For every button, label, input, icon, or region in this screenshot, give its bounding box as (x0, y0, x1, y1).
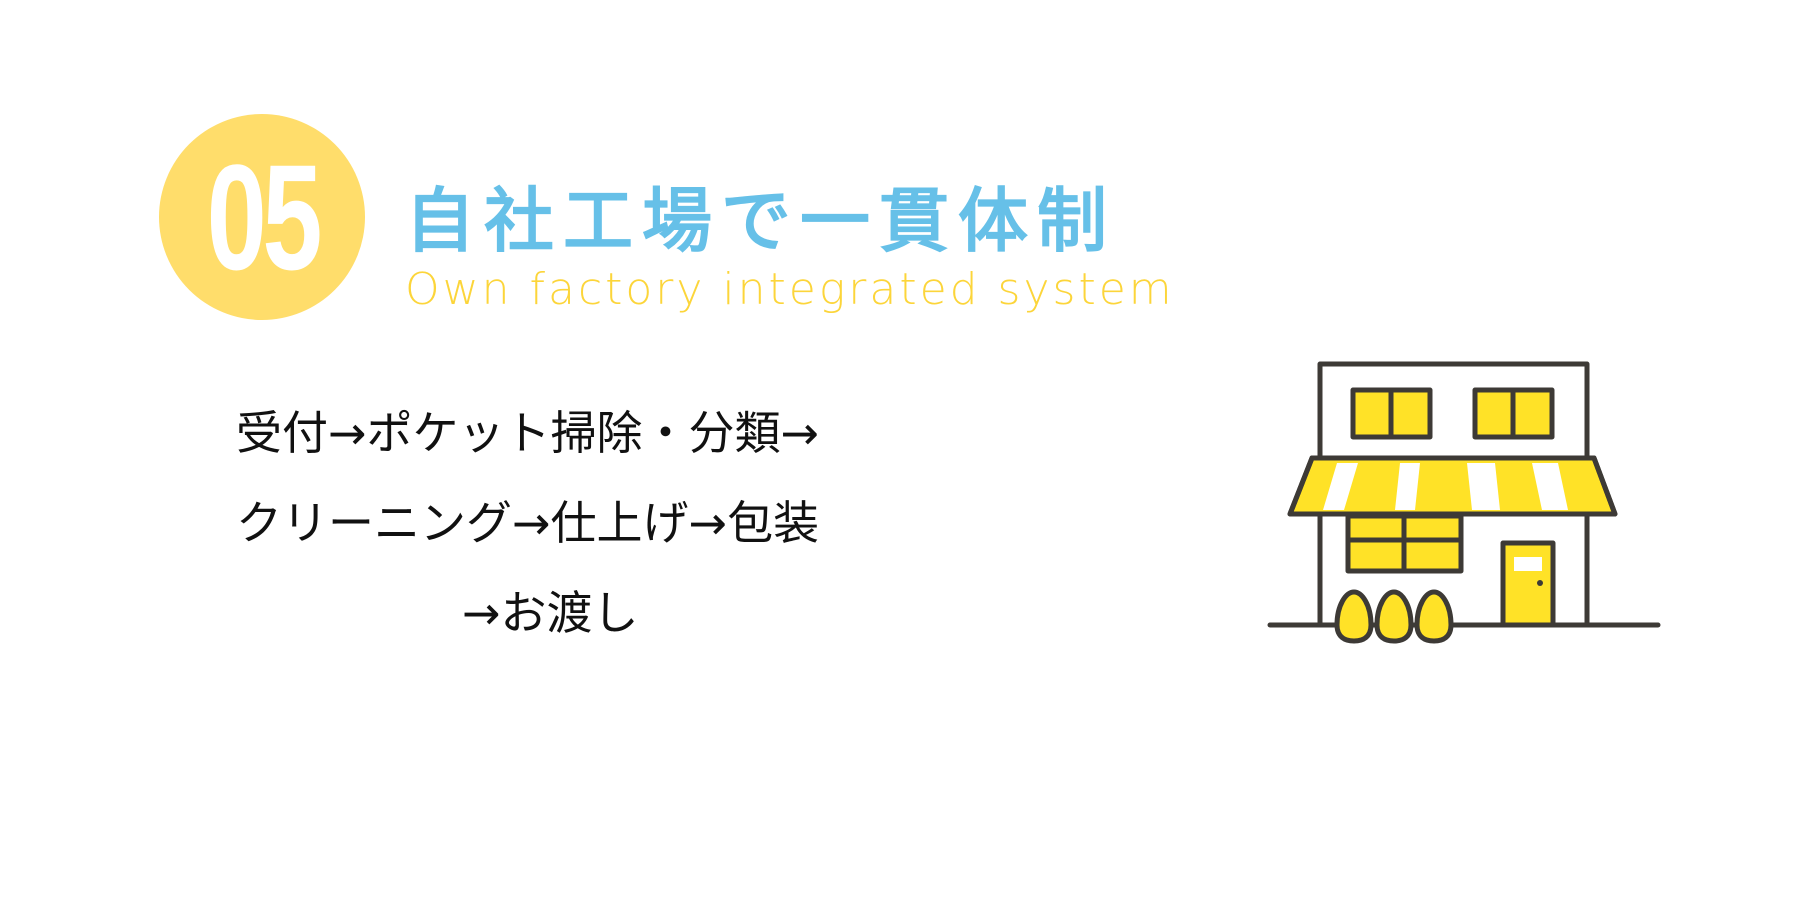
process-line-3: →お渡し (462, 586, 639, 640)
section-subtitle: Own factory integrated system (405, 264, 1175, 315)
process-line-1: 受付→ポケット掃除・分類→ (236, 406, 820, 460)
step-number: 05 (206, 132, 322, 301)
process-line-2: クリーニング→仕上げ→包装 (236, 496, 820, 550)
section-title: 自社工場で一貫体制 (405, 180, 1116, 262)
step-number-badge: 05 (159, 114, 365, 320)
storefront-icon (1267, 361, 1661, 644)
